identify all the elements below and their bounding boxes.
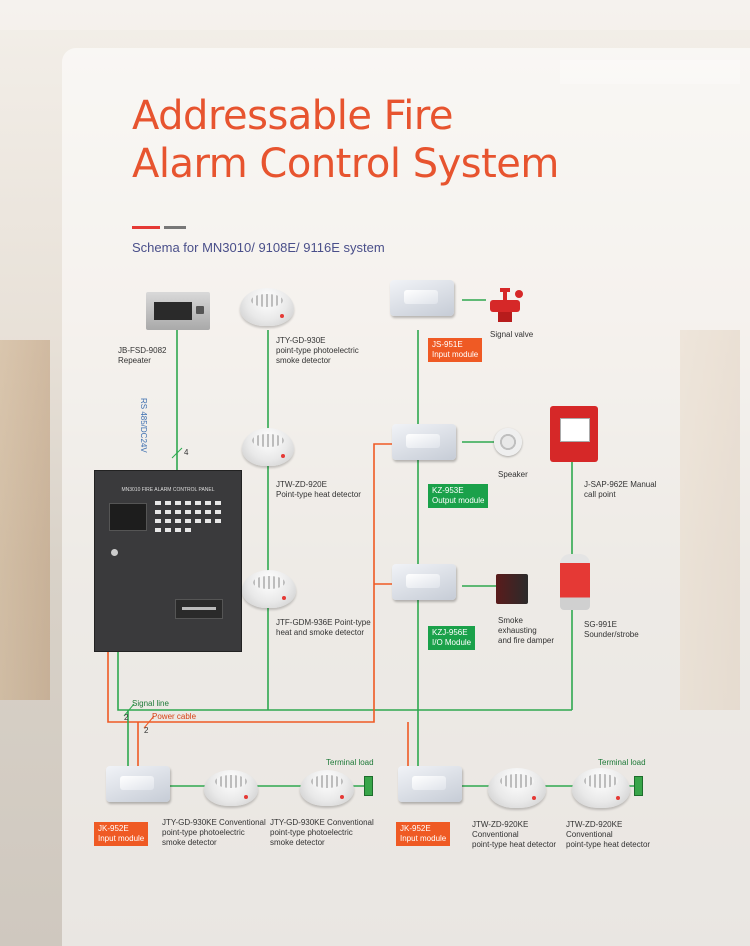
conv-heat-2-label: JTW-ZD-920KE Conventional point-type hea… bbox=[566, 820, 651, 849]
title-accent-gray bbox=[164, 226, 186, 229]
heat-detector-label: JTW-ZD-920E Point-type heat detector bbox=[276, 480, 361, 499]
speaker-icon bbox=[494, 428, 522, 456]
tag-js951e: JS-951E Input module bbox=[428, 338, 483, 362]
signal-line-count: 2 bbox=[124, 713, 129, 722]
tag-kzj956e: KZJ-956E I/O Module bbox=[428, 626, 476, 650]
panel-keypad bbox=[155, 501, 229, 537]
subtitle: Schema for MN3010/ 9108E/ 9116E system bbox=[132, 240, 385, 255]
fire-damper-icon bbox=[496, 574, 528, 604]
conventional-heat-detector-2 bbox=[572, 768, 630, 808]
heat-detector bbox=[242, 428, 294, 466]
control-panel: MN3010 FIRE ALARM CONTROL PANEL bbox=[94, 470, 242, 652]
power-cable-count: 2 bbox=[144, 726, 149, 735]
repeater-label: JB-FSD-9082 Repeater bbox=[118, 346, 167, 365]
sounder-strobe-icon bbox=[560, 554, 590, 610]
terminal-load-2 bbox=[634, 776, 643, 796]
signal-valve-label: Signal valve bbox=[490, 330, 534, 339]
terminal-load-2-label: Terminal load bbox=[598, 758, 646, 767]
io-module-kzj956e bbox=[392, 564, 456, 600]
power-cable bbox=[107, 443, 398, 723]
conv-smoke-1-label: JTY-GD-930KE Conventional point-type pho… bbox=[162, 818, 266, 847]
speaker-label: Speaker bbox=[498, 470, 528, 479]
manual-call-point-icon bbox=[550, 406, 598, 462]
title-line-2: Alarm Control System bbox=[132, 141, 559, 187]
tag-jk952e-1: JK-952E Input module bbox=[94, 822, 149, 846]
conventional-smoke-detector-2 bbox=[300, 770, 354, 806]
signal-line bbox=[117, 650, 572, 711]
tag-kz953e: KZ-953E Output module bbox=[428, 484, 489, 508]
rs485-slash bbox=[171, 447, 183, 459]
output-module-kz953e bbox=[392, 424, 456, 460]
signal-valve-icon bbox=[490, 288, 523, 322]
panel-printer bbox=[175, 599, 223, 619]
conventional-heat-detector-1 bbox=[488, 768, 546, 808]
signal-slash bbox=[123, 703, 135, 717]
conventional-smoke-detector-1 bbox=[204, 770, 258, 806]
input-module-jk952e-2 bbox=[398, 766, 462, 802]
signal-line-label: Signal line bbox=[132, 699, 169, 708]
conv-heat-1-label: JTW-ZD-920KE Conventional point-type hea… bbox=[472, 820, 557, 849]
terminal-load-1 bbox=[364, 776, 373, 796]
panel-screen bbox=[109, 503, 147, 531]
conv-smoke-2-label: JTY-GD-930KE Conventional point-type pho… bbox=[270, 818, 374, 847]
input-module-js951e bbox=[390, 280, 454, 316]
heat-smoke-detector bbox=[242, 570, 296, 608]
title-line-1: Addressable Fire bbox=[132, 93, 454, 139]
repeater-button bbox=[196, 306, 204, 314]
power-slash bbox=[143, 715, 155, 729]
damper-label: Smoke exhausting and fire damper bbox=[498, 616, 555, 645]
page-title: Addressable Fire Alarm Control System bbox=[132, 92, 652, 188]
panel-title: MN3010 FIRE ALARM CONTROL PANEL bbox=[121, 487, 215, 493]
sounder-label: SG-991E Sounder/strobe bbox=[584, 620, 639, 639]
pillar-left bbox=[0, 340, 50, 700]
power-cable-label: Power cable bbox=[152, 712, 197, 721]
callpoint-glass bbox=[560, 418, 590, 442]
panel-lock bbox=[111, 549, 118, 556]
ceiling-light-1 bbox=[0, 0, 750, 30]
call-point-label: J-SAP-962E Manual call point bbox=[584, 480, 657, 499]
heat-smoke-detector-label: JTF-GDM-936E Point-type heat and smoke d… bbox=[276, 618, 371, 637]
rs485-count: 4 bbox=[184, 448, 189, 457]
rs485-label: RS 485/DC24V bbox=[139, 398, 148, 453]
input-module-jk952e-1 bbox=[106, 766, 170, 802]
tag-jk952e-2: JK-952E Input module bbox=[396, 822, 451, 846]
smoke-detector-label: JTY-GD-930E point-type photoelectric smo… bbox=[276, 336, 359, 365]
smoke-detector bbox=[240, 288, 294, 326]
terminal-load-1-label: Terminal load bbox=[326, 758, 374, 767]
title-accent-red bbox=[132, 226, 160, 229]
repeater-device bbox=[146, 292, 210, 330]
repeater-screen bbox=[154, 302, 192, 320]
printer-slot bbox=[182, 607, 216, 610]
